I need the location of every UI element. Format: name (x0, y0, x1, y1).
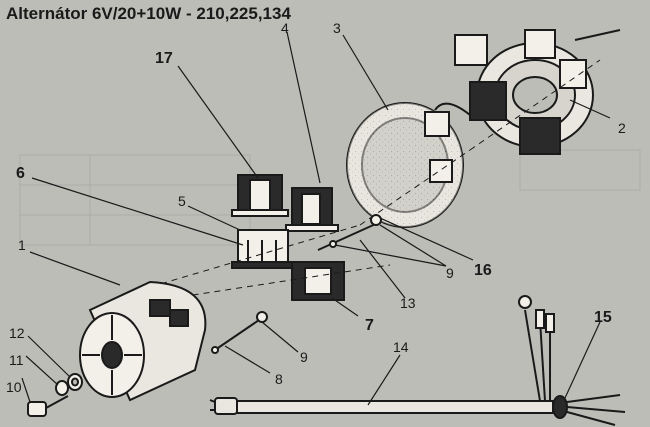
cable-part-14 (209, 397, 554, 415)
callout-13: 13 (400, 295, 416, 311)
callout-2: 2 (618, 120, 626, 136)
callout-17: 17 (155, 50, 173, 67)
callout-4: 4 (281, 20, 289, 36)
callout-15: 15 (594, 309, 612, 326)
callout-9-lower: 9 (300, 349, 308, 365)
coil-part-17 (231, 174, 289, 217)
screw-part-13 (317, 214, 382, 251)
callout-12: 12 (9, 325, 25, 341)
coil-part-4 (285, 187, 339, 232)
callout-11: 11 (9, 352, 24, 368)
callout-16: 16 (474, 262, 492, 279)
rotor-housing-part-1 (79, 280, 207, 402)
callout-14: 14 (393, 339, 409, 355)
callout-labels: 1 2 3 4 5 6 7 8 9 9 10 11 12 13 14 15 16… (6, 20, 626, 395)
stator-assembly-part-2 (454, 29, 621, 155)
washer-part-11 (55, 380, 69, 396)
bolt-part-10 (27, 395, 69, 417)
callout-1: 1 (18, 237, 26, 253)
callout-9-upper: 9 (446, 265, 454, 281)
washer-part-12 (67, 373, 83, 391)
callout-5: 5 (178, 193, 186, 209)
callout-6: 6 (16, 165, 25, 182)
stator-ring-part-3 (346, 102, 471, 228)
diagram-title: Alternátor 6V/20+10W - 210,225,134 (6, 4, 291, 23)
coil-part-7 (291, 261, 345, 301)
assembly-axis (139, 59, 601, 301)
grommet-part-15 (518, 295, 626, 426)
screw-part-8 (211, 311, 268, 354)
callout-8: 8 (275, 371, 283, 387)
terminal-block-part-5 (231, 229, 295, 269)
leader-lines (21, 31, 611, 406)
callout-10: 10 (6, 379, 22, 395)
callout-3: 3 (333, 20, 341, 36)
callout-7: 7 (365, 317, 374, 334)
